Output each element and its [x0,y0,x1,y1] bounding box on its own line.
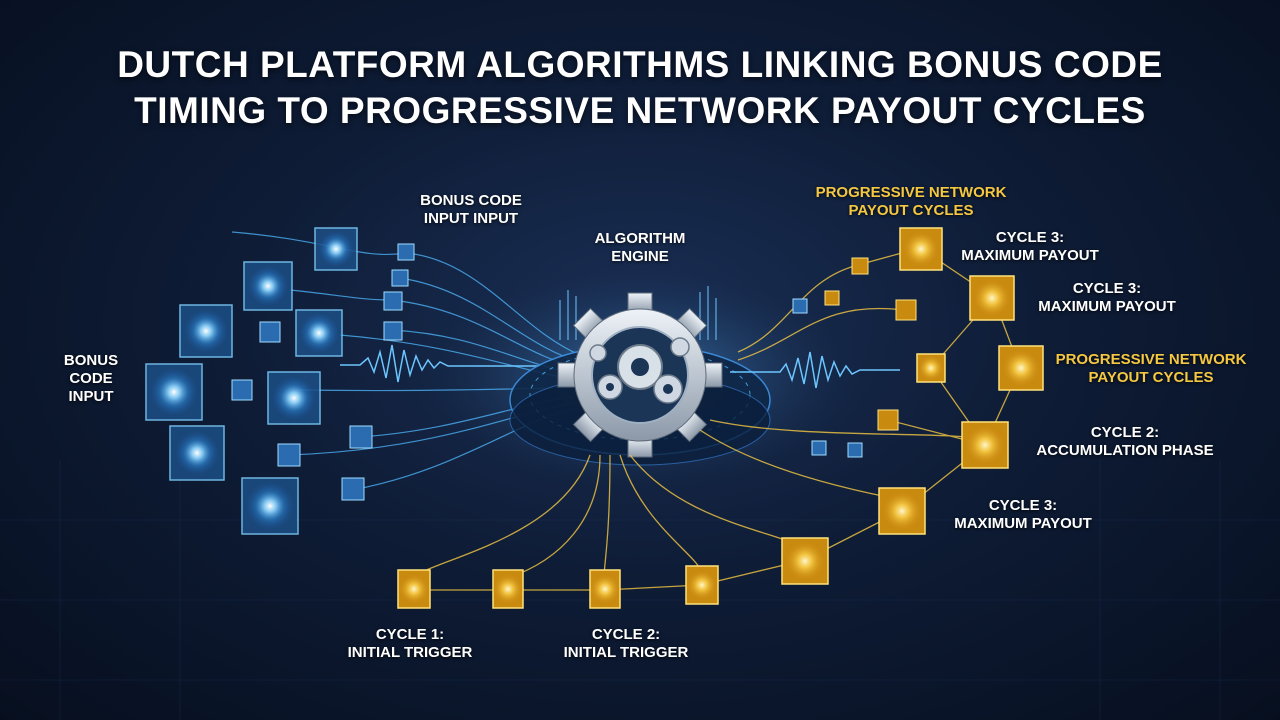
small-gold-node [824,290,840,306]
small-gold-node [895,299,917,321]
blue-input-nodes [145,227,415,535]
small-blue-node [231,379,253,401]
gold-node [899,227,943,271]
small-gold-node [851,257,869,275]
label-algorithm-engine: ALGORITHM ENGINE [594,230,686,265]
page-title: DUTCH PLATFORM ALGORITHMS LINKING BONUS … [0,42,1280,134]
label-bonus-code-input: BONUS CODE INPUT [63,352,119,405]
small-blue-node [383,291,403,311]
gold-node [685,565,719,605]
small-blue-node [792,298,808,314]
label-cycle3-c: CYCLE 3: MAXIMUM PAYOUT [954,497,1092,532]
blue-node [267,371,321,425]
small-blue-node [391,269,409,287]
gold-node [492,569,524,609]
small-blue-node [277,443,301,467]
label-cycle2-accumulation: CYCLE 2: ACCUMULATION PHASE [1036,424,1214,459]
small-blue-node [397,243,415,261]
gold-node [916,353,946,383]
blue-node [241,477,299,535]
left-waveform [340,344,540,383]
gold-payout-nodes [397,227,1044,609]
label-progressive-network-top: PROGRESSIVE NETWORK PAYOUT CYCLES [815,184,1007,219]
small-blue-node [847,442,863,458]
small-gold-node [877,409,899,431]
small-blue-node [811,440,827,456]
right-waveform [730,351,900,389]
small-blue-node [259,321,281,343]
blue-node [295,309,343,357]
blue-node [243,261,293,311]
blue-node [179,304,233,358]
small-blue-node [383,321,403,341]
gold-node [397,569,431,609]
small-blue-node [349,425,373,449]
title-line-2: TIMING TO PROGRESSIVE NETWORK PAYOUT CYC… [134,90,1146,131]
gold-node [998,345,1044,391]
blue-node [145,363,203,421]
label-cycle3-a: CYCLE 3: MAXIMUM PAYOUT [961,229,1099,264]
label-cycle3-b: CYCLE 3: MAXIMUM PAYOUT [1038,280,1176,315]
gold-node [781,537,829,585]
small-blue-node [341,477,365,501]
gold-node [589,569,621,609]
label-cycle2-initial: CYCLE 2: INITIAL TRIGGER [563,626,689,661]
gold-node [878,487,926,535]
background-grid [0,460,1280,720]
algorithm-engine [509,286,771,466]
gold-node [961,421,1009,469]
label-bonus-code-input-top: BONUS CODE INPUT INPUT [420,192,522,227]
label-cycle1-initial: CYCLE 1: INITIAL TRIGGER [347,626,473,661]
blue-node [169,425,225,481]
label-progressive-network-right: PROGRESSIVE NETWORK PAYOUT CYCLES [1055,351,1247,386]
blue-node [314,227,358,271]
title-line-1: DUTCH PLATFORM ALGORITHMS LINKING BONUS … [117,44,1163,85]
gold-node [969,275,1015,321]
